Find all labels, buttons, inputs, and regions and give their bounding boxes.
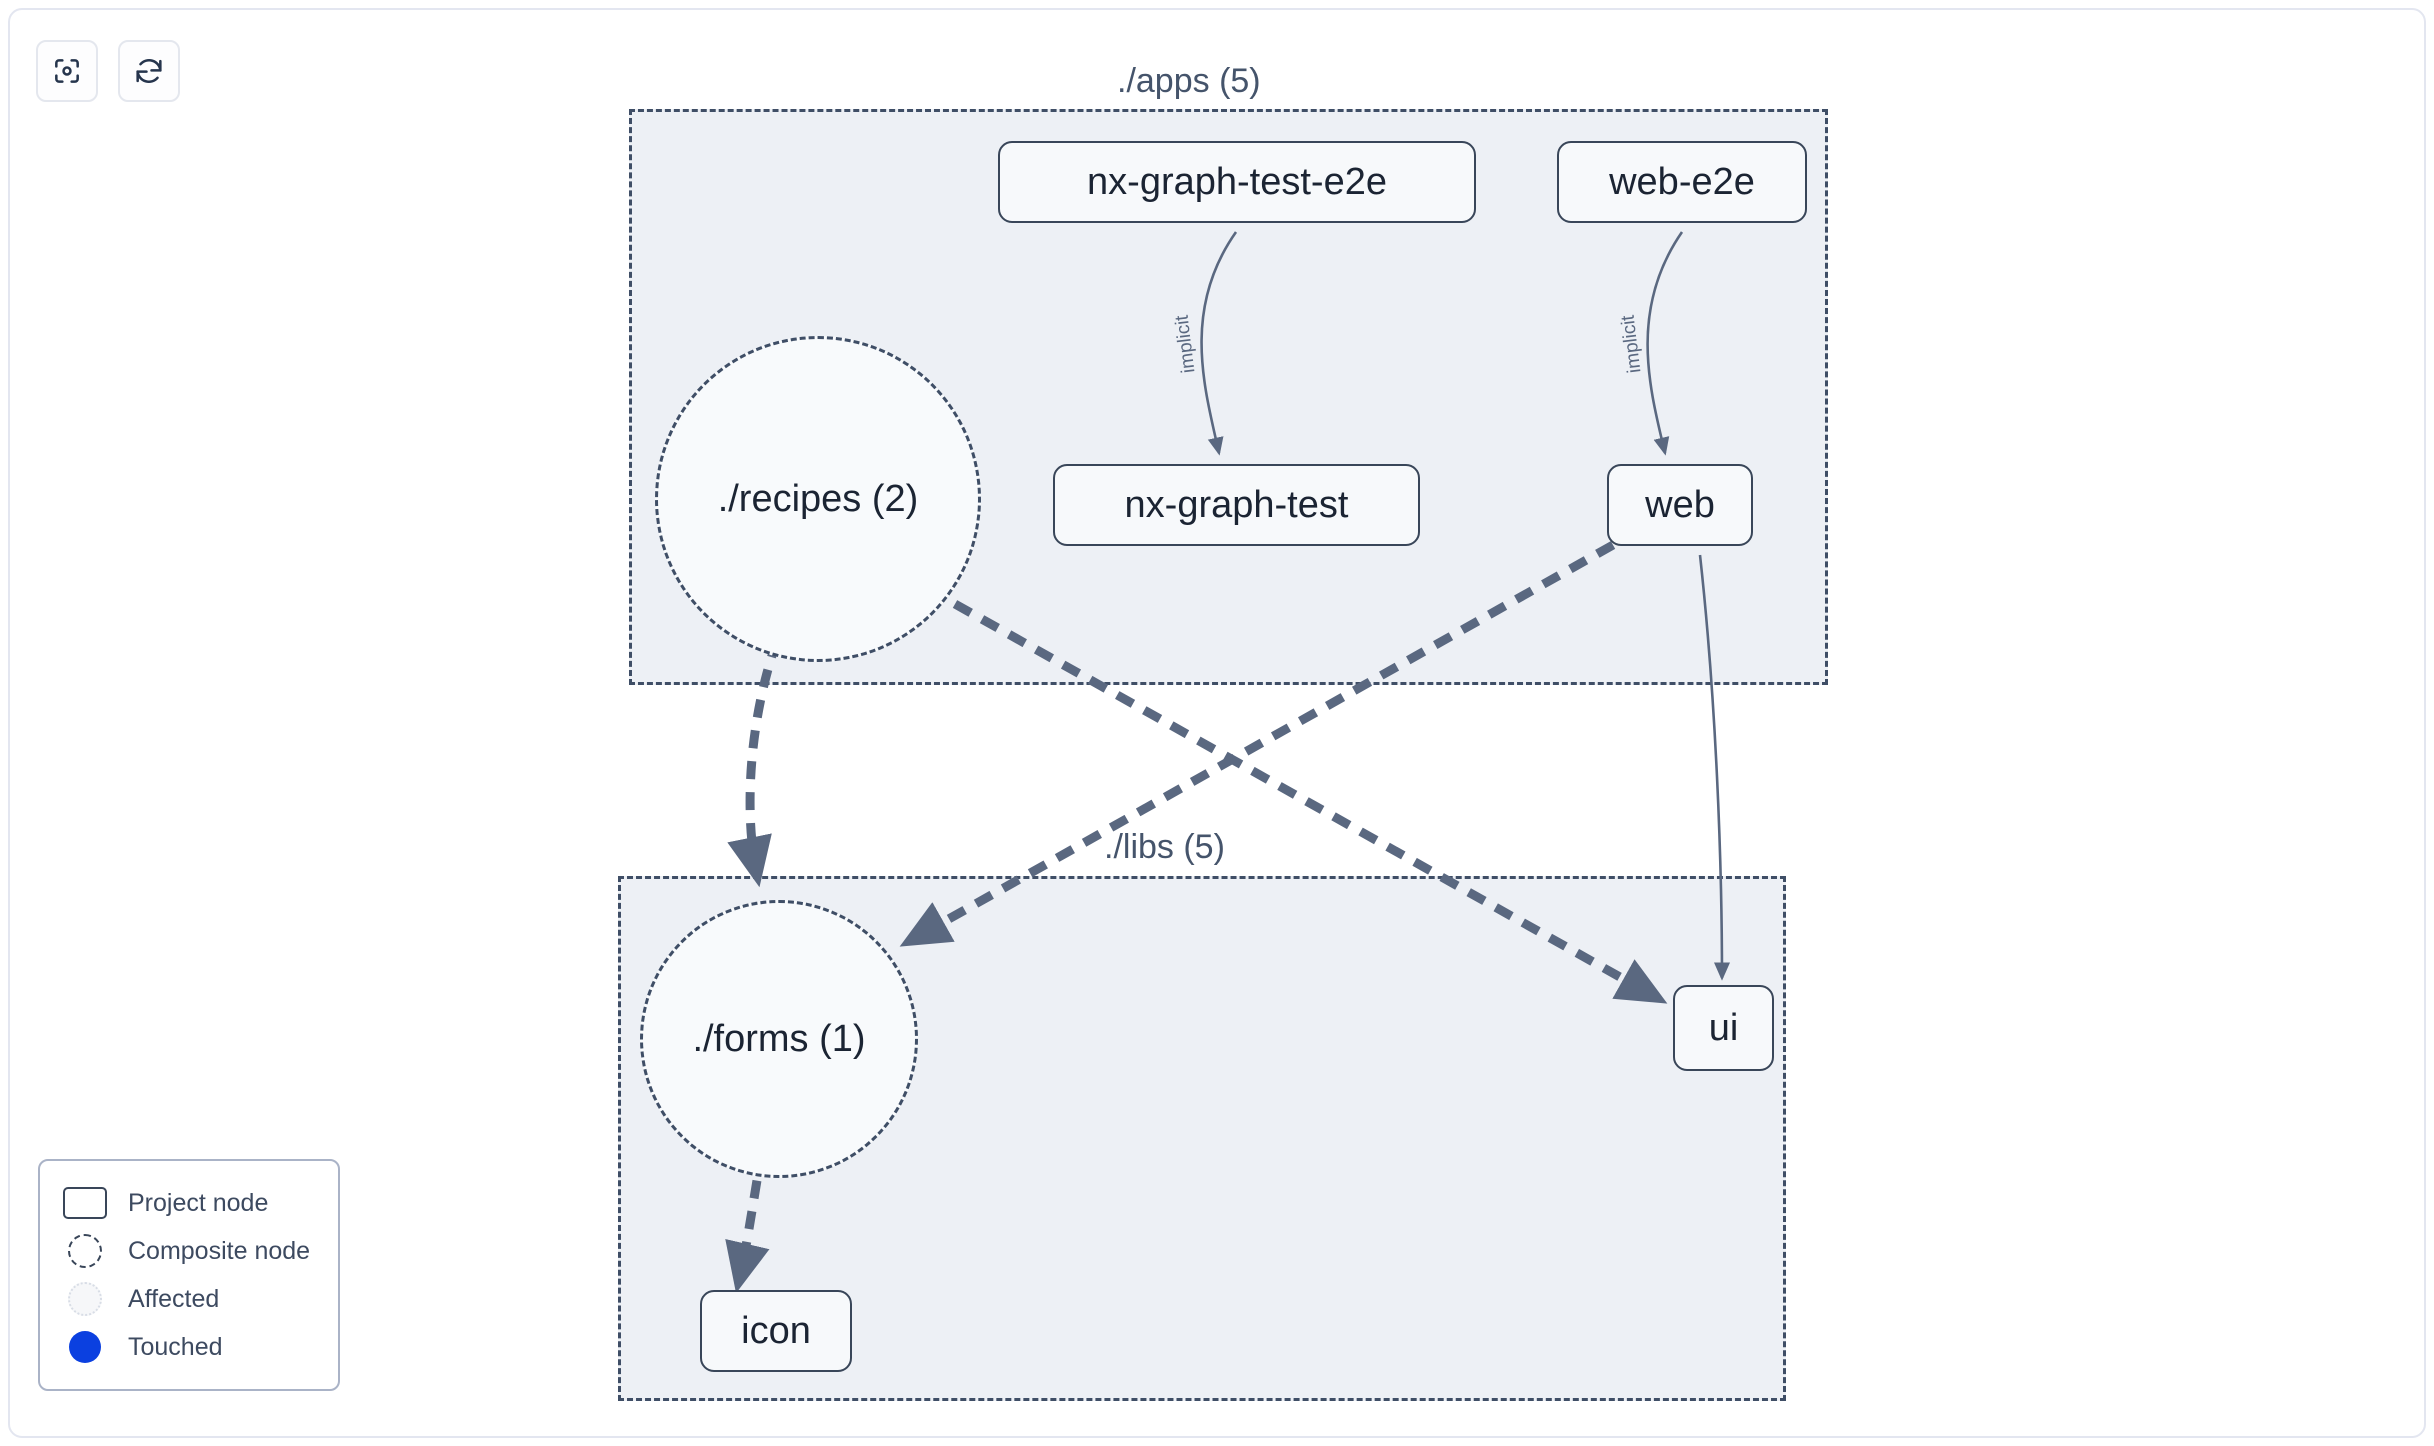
affected-node-swatch [62, 1282, 108, 1316]
graph-node-ui[interactable]: ui [1673, 985, 1774, 1071]
graph-node-icon[interactable]: icon [700, 1290, 852, 1372]
graph-node-web[interactable]: web [1607, 464, 1753, 546]
touched-node-swatch [62, 1330, 108, 1364]
refresh-icon [133, 55, 165, 87]
legend-item-affected: Affected [62, 1275, 318, 1323]
graph-toolbar [36, 40, 180, 102]
project-node-swatch [62, 1186, 108, 1220]
legend-label-project-node: Project node [128, 1188, 269, 1217]
legend-label-composite-node: Composite node [128, 1236, 311, 1265]
graph-node-forms[interactable]: ./forms (1) [640, 900, 918, 1178]
group-label-libs: ./libs (5) [1104, 828, 1225, 866]
graph-canvas[interactable]: ./apps (5) ./libs (5) [10, 10, 2424, 1436]
graph-legend: Project node Composite node Affected Tou… [38, 1159, 340, 1391]
legend-label-affected: Affected [128, 1284, 220, 1313]
focus-target-icon [51, 55, 83, 87]
graph-node-web-e2e[interactable]: web-e2e [1557, 141, 1807, 223]
composite-node-swatch [62, 1234, 108, 1268]
group-label-apps: ./apps (5) [1117, 62, 1261, 100]
legend-label-touched: Touched [128, 1332, 223, 1361]
legend-item-touched: Touched [62, 1323, 318, 1371]
legend-item-project-node: Project node [62, 1179, 318, 1227]
graph-panel: ./apps (5) ./libs (5) [8, 8, 2426, 1438]
legend-item-composite-node: Composite node [62, 1227, 318, 1275]
graph-node-nx-graph-test-e2e[interactable]: nx-graph-test-e2e [998, 141, 1476, 223]
graph-node-nx-graph-test[interactable]: nx-graph-test [1053, 464, 1420, 546]
focus-graph-button[interactable] [36, 40, 98, 102]
refresh-graph-button[interactable] [118, 40, 180, 102]
graph-node-recipes[interactable]: ./recipes (2) [655, 336, 981, 662]
